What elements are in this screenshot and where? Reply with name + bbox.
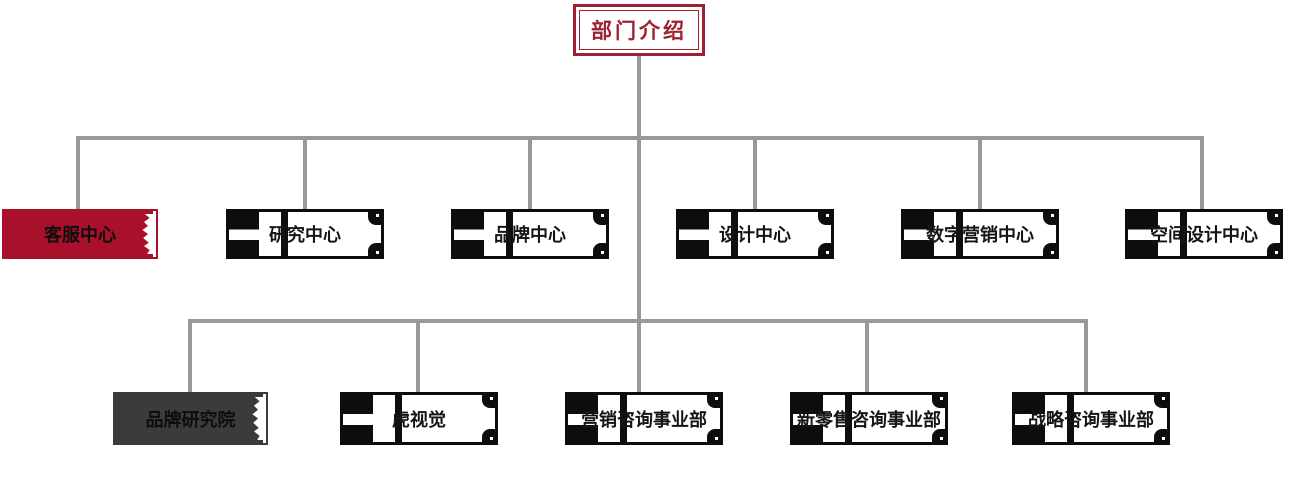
- vertical-bar-decoration: [620, 395, 627, 442]
- corner-mark-top-right: [1267, 212, 1280, 225]
- node-label: 虎视觉: [392, 409, 446, 431]
- corner-mark-bottom-right: [932, 429, 945, 442]
- root-node: 部门介绍: [573, 4, 705, 56]
- vertical-bar-decoration: [956, 212, 963, 256]
- seal-stamp-decoration: [454, 212, 484, 256]
- vertical-bar-decoration: [1180, 212, 1187, 256]
- corner-mark-bottom-right: [818, 243, 831, 256]
- node-label: 品牌研究院: [145, 409, 236, 431]
- corner-mark-top-right: [368, 212, 381, 225]
- node-label: 营销咨询事业部: [581, 409, 707, 431]
- seal-stamp-decoration: [229, 212, 259, 256]
- connector-root-vertical: [637, 56, 641, 392]
- vertical-bar-decoration: [845, 395, 852, 442]
- corner-dot: [153, 254, 156, 257]
- node-label: 客服中心: [44, 225, 116, 246]
- corner-mark-top-right: [932, 395, 945, 408]
- seal-stamp-decoration: [679, 212, 709, 256]
- seal-stamp-decoration: [793, 395, 823, 442]
- node-hu-vision[interactable]: 虎视觉: [340, 392, 498, 445]
- node-space-design-center[interactable]: 空间设计中心: [1125, 209, 1283, 259]
- seal-stamp-decoration: [1015, 395, 1045, 442]
- node-customer-service-center[interactable]: 客服中心: [2, 209, 158, 259]
- node-strategy-consulting-division[interactable]: 战略咨询事业部: [1012, 392, 1170, 445]
- node-label: 数字营销中心: [926, 225, 1034, 246]
- seal-stamp-decoration: [343, 395, 373, 442]
- seal-stamp-decoration: [904, 212, 934, 256]
- connector-drop: [978, 140, 982, 209]
- connector-drop: [1200, 140, 1204, 209]
- brush-blob-decoration: [142, 214, 156, 254]
- brush-blob-decoration: [252, 397, 266, 440]
- corner-dot: [263, 394, 266, 397]
- vertical-bar-decoration: [506, 212, 513, 256]
- connector-drop: [1084, 323, 1088, 392]
- connector-drop: [76, 140, 80, 209]
- connector-level2-horizontal: [188, 319, 1088, 323]
- root-node-label: 部门介绍: [579, 10, 699, 50]
- corner-dot: [153, 211, 156, 214]
- vertical-bar-decoration: [395, 395, 402, 442]
- vertical-bar-decoration: [731, 212, 738, 256]
- seal-stamp-decoration: [1128, 212, 1158, 256]
- node-label: 新零售咨询事业部: [797, 409, 941, 431]
- node-label: 设计中心: [719, 225, 791, 246]
- seal-stamp-decoration: [568, 395, 598, 442]
- node-marketing-consulting-division[interactable]: 营销咨询事业部: [565, 392, 723, 445]
- corner-mark-top-right: [1154, 395, 1167, 408]
- vertical-bar-decoration: [281, 212, 288, 256]
- connector-level1-horizontal: [76, 136, 1204, 140]
- corner-mark-bottom-right: [1267, 243, 1280, 256]
- connector-drop: [528, 140, 532, 209]
- corner-mark-bottom-right: [368, 243, 381, 256]
- corner-mark-bottom-right: [482, 429, 495, 442]
- node-label: 空间设计中心: [1150, 225, 1258, 246]
- corner-mark-bottom-right: [593, 243, 606, 256]
- connector-drop: [416, 323, 420, 392]
- node-digital-marketing-center[interactable]: 数字营销中心: [901, 209, 1059, 259]
- node-design-center[interactable]: 设计中心: [676, 209, 834, 259]
- node-brand-research-institute[interactable]: 品牌研究院: [113, 392, 268, 445]
- connector-drop: [188, 323, 192, 392]
- node-new-retail-consulting-division[interactable]: 新零售咨询事业部: [790, 392, 948, 445]
- vertical-bar-decoration: [1067, 395, 1074, 442]
- corner-mark-bottom-right: [707, 429, 720, 442]
- connector-drop: [753, 140, 757, 209]
- node-label: 战略咨询事业部: [1028, 409, 1154, 431]
- corner-mark-top-right: [482, 395, 495, 408]
- corner-mark-bottom-right: [1043, 243, 1056, 256]
- corner-mark-top-right: [593, 212, 606, 225]
- node-label: 品牌中心: [494, 225, 566, 246]
- connector-drop: [303, 140, 307, 209]
- node-research-center[interactable]: 研究中心: [226, 209, 384, 259]
- corner-mark-top-right: [818, 212, 831, 225]
- corner-mark-top-right: [1043, 212, 1056, 225]
- node-brand-center[interactable]: 品牌中心: [451, 209, 609, 259]
- corner-mark-bottom-right: [1154, 429, 1167, 442]
- corner-mark-top-right: [707, 395, 720, 408]
- connector-drop: [865, 323, 869, 392]
- corner-dot: [263, 440, 266, 443]
- node-label: 研究中心: [269, 225, 341, 246]
